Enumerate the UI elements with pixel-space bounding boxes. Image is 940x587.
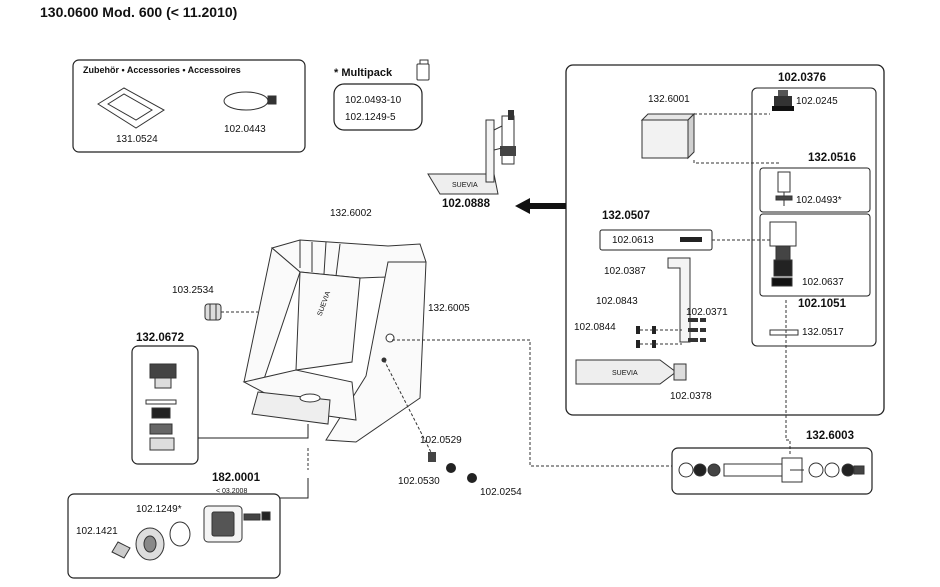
multipack-header: * Multipack [334, 67, 393, 79]
label-132-6003: 132.6003 [806, 430, 854, 442]
accessory-102-0443: 102.0443 [224, 124, 266, 135]
label-102-0245: 102.0245 [796, 96, 838, 107]
part-132-6003-assembly [678, 457, 865, 483]
logo-suevia-holder: SUEVIA [452, 182, 478, 189]
accessory-131-0524: 131.0524 [116, 134, 158, 145]
label-102-1051: 102.1051 [798, 298, 846, 310]
part-102-0844-washers [636, 326, 656, 348]
part-102-0613-rod [680, 237, 702, 242]
part-102-0529-screw [428, 452, 436, 462]
label-102-0387: 102.0387 [604, 266, 646, 277]
part-132-0516-valve [775, 171, 793, 206]
label-182-0001-note: < 03.2008 [216, 488, 248, 495]
part-182-0001-assembly [111, 505, 271, 561]
part-102-0387-bracket [667, 257, 691, 343]
page-title: 130.0600 Mod. 600 (< 11.2010) [40, 4, 238, 20]
label-102-0888: 102.0888 [442, 198, 490, 210]
label-102-0844: 102.0844 [574, 322, 616, 333]
part-102-0843-screws [688, 318, 706, 342]
label-102-0378: 102.0378 [670, 391, 712, 402]
part-102-0530-washer [446, 463, 456, 473]
multipack-item-102-1249: 102.1249-5 [345, 112, 396, 123]
label-102-0613: 102.0613 [612, 235, 654, 246]
label-132-0517: 132.0517 [802, 327, 844, 338]
label-132-0516: 132.0516 [808, 152, 856, 164]
logo-suevia-plate: SUEVIA [612, 370, 638, 377]
label-102-1421: 102.1421 [76, 526, 118, 537]
label-102-0637: 102.0637 [802, 277, 844, 288]
label-102-0371: 102.0371 [686, 307, 728, 318]
label-132-0672: 132.0672 [136, 332, 184, 344]
part-132-0517-pin [769, 329, 799, 336]
multipack-frame [333, 83, 423, 131]
label-102-0530: 102.0530 [398, 476, 440, 487]
label-102-0843: 102.0843 [596, 296, 638, 307]
label-182-0001: 182.0001 [212, 472, 260, 484]
accessories-frame [72, 59, 306, 153]
assembly-frame-182-0001 [67, 493, 281, 579]
part-102-0245-cap [772, 90, 794, 111]
label-103-2534: 103.2534 [172, 285, 214, 296]
part-102-0443-hose [223, 91, 277, 111]
assembly-frame-102-0376 [751, 87, 877, 347]
assembly-frame-right [565, 64, 885, 416]
part-102-0888-holder [427, 110, 516, 195]
assembly-frame-132-0516 [759, 167, 871, 213]
label-132-6005: 132.6005 [428, 303, 470, 314]
multipack-item-102-0493: 102.0493-10 [345, 95, 402, 106]
label-132-6002: 132.6002 [330, 208, 372, 219]
label-102-0529: 102.0529 [420, 435, 462, 446]
part-102-1051-valve [769, 221, 797, 287]
label-132-6001: 132.6001 [648, 94, 690, 105]
label-132-0507: 132.0507 [602, 210, 650, 222]
label-102-1249: 102.1249* [136, 504, 182, 515]
part-103-2534-nut [204, 303, 222, 321]
part-102-0254-nut [467, 473, 477, 483]
arrow-to-102-0888 [515, 198, 566, 214]
label-102-0254: 102.0254 [480, 487, 522, 498]
part-132-0672-assembly [145, 363, 177, 451]
multipack-icon [416, 59, 430, 81]
part-131-0524-mat [97, 87, 165, 129]
part-102-0378-plate [575, 359, 677, 385]
part-132-6001-block [640, 112, 696, 160]
label-102-0376: 102.0376 [778, 72, 826, 84]
assembly-frame-132-6003 [671, 447, 873, 495]
label-102-0493: 102.0493* [796, 195, 842, 206]
assembly-frame-102-1051 [759, 213, 871, 297]
part-132-6002-frame [242, 239, 427, 443]
accessories-header: Zubehör • Accessories • Accessoires [83, 65, 241, 75]
assembly-frame-132-0672 [131, 345, 199, 465]
